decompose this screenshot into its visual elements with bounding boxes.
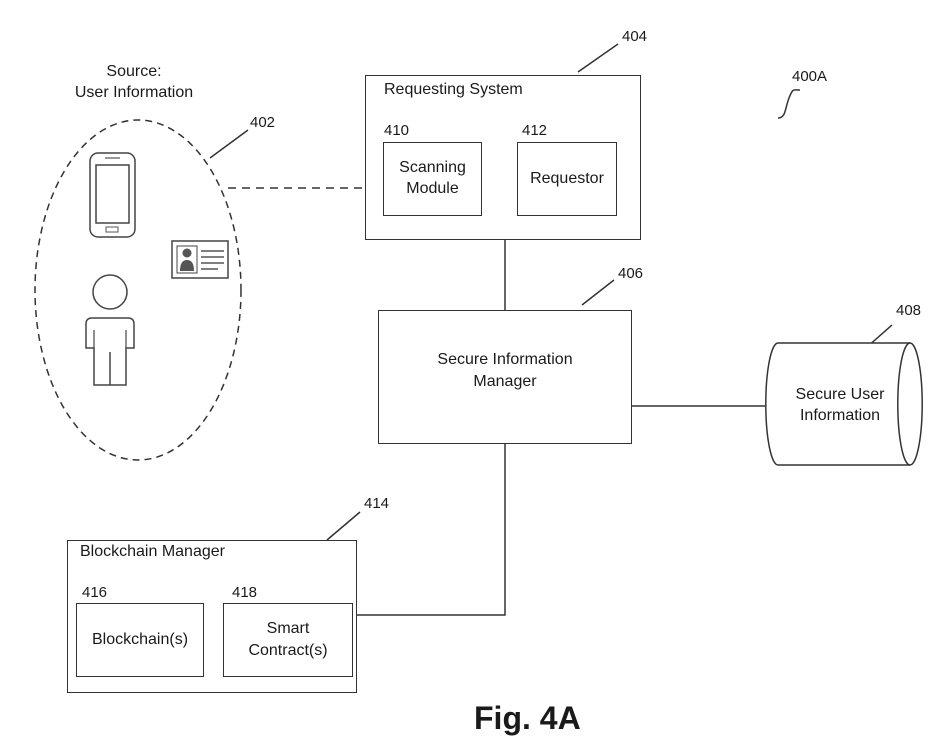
leader-402 — [210, 130, 248, 158]
blockchain-manager-title: Blockchain Manager — [80, 542, 225, 562]
ref-416: 416 — [82, 584, 107, 602]
smartphone-icon — [90, 153, 135, 237]
requestor-label: Requestor — [517, 169, 617, 189]
smart-contracts-box — [223, 603, 353, 677]
source-ellipse — [35, 120, 241, 460]
connector-406-414 — [357, 444, 505, 615]
leader-400a — [778, 90, 800, 118]
secure-information-manager-line2: Manager — [378, 372, 632, 392]
secure-user-information-line2: Information — [770, 406, 910, 426]
smart-contracts-line1: Smart — [223, 619, 353, 639]
leader-414 — [327, 512, 360, 540]
ref-410: 410 — [384, 122, 409, 140]
ref-412: 412 — [522, 122, 547, 140]
blockchains-label: Blockchain(s) — [76, 630, 204, 650]
smart-contracts-line2: Contract(s) — [223, 641, 353, 661]
secure-information-manager-line1: Secure Information — [378, 350, 632, 370]
person-icon — [86, 275, 134, 385]
leader-406 — [582, 280, 614, 305]
secure-user-information-line1: Secure User — [770, 385, 910, 405]
source-label-line2: User Information — [54, 83, 214, 103]
ref-406: 406 — [618, 265, 643, 283]
scanning-module-line2: Module — [383, 179, 482, 199]
ref-400a: 400A — [792, 68, 827, 86]
ref-414: 414 — [364, 495, 389, 513]
requesting-system-title: Requesting System — [384, 80, 523, 100]
leader-404 — [578, 44, 618, 72]
figure-label: Fig. 4A — [474, 700, 581, 736]
source-label-line1: Source: — [84, 62, 184, 82]
ref-408: 408 — [896, 302, 921, 320]
ref-418: 418 — [232, 584, 257, 602]
scanning-module-line1: Scanning — [383, 158, 482, 178]
id-card-icon — [172, 241, 228, 278]
ref-404: 404 — [622, 28, 647, 46]
ref-402: 402 — [250, 114, 275, 132]
